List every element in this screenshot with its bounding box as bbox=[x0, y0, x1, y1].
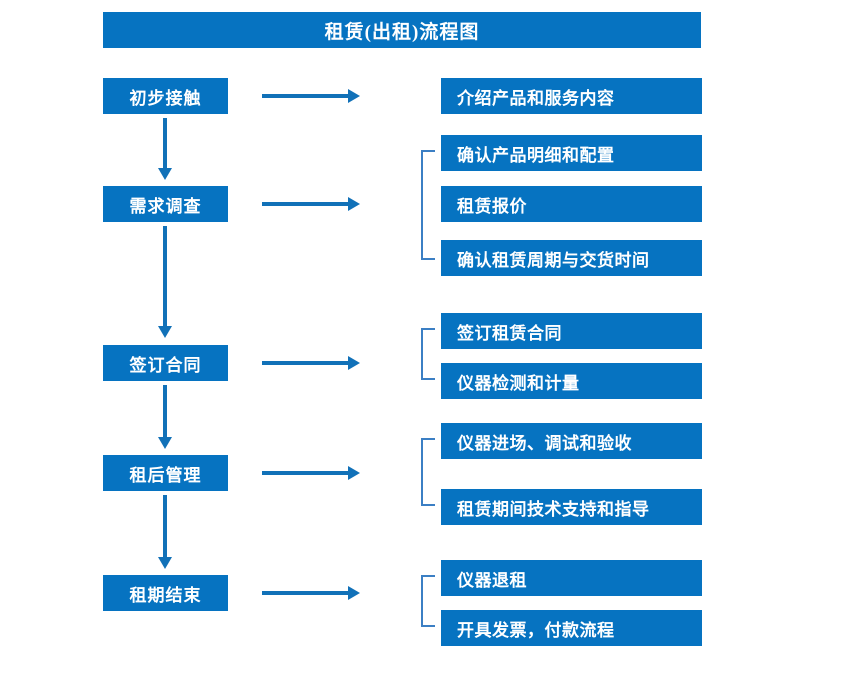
detail-box-4[interactable]: 确认租赁周期与交货时间 bbox=[441, 240, 702, 276]
arrow-shaft bbox=[163, 385, 167, 438]
arrow-shaft bbox=[262, 361, 349, 365]
arrow-head-right-icon bbox=[348, 89, 360, 103]
stage-box-5[interactable]: 租期结束 bbox=[103, 575, 228, 611]
vertical-arrow-4 bbox=[158, 495, 172, 569]
detail-box-8[interactable]: 租赁期间技术支持和指导 bbox=[441, 489, 702, 525]
horizontal-arrow-2 bbox=[262, 197, 360, 211]
arrow-shaft bbox=[262, 471, 349, 475]
detail-box-9[interactable]: 仪器退租 bbox=[441, 560, 702, 596]
arrow-head-down-icon bbox=[158, 557, 172, 569]
arrow-head-right-icon bbox=[348, 197, 360, 211]
detail-box-7[interactable]: 仪器进场、调试和验收 bbox=[441, 423, 702, 459]
detail-box-1[interactable]: 介绍产品和服务内容 bbox=[441, 78, 702, 114]
detail-box-3[interactable]: 租赁报价 bbox=[441, 186, 702, 222]
arrow-head-down-icon bbox=[158, 326, 172, 338]
group-bracket-contract bbox=[421, 328, 435, 380]
detail-box-6[interactable]: 仪器检测和计量 bbox=[441, 363, 702, 399]
horizontal-arrow-1 bbox=[262, 89, 360, 103]
stage-box-4[interactable]: 租后管理 bbox=[103, 455, 228, 491]
horizontal-arrow-3 bbox=[262, 356, 360, 370]
arrow-shaft bbox=[262, 202, 349, 206]
group-bracket-end bbox=[421, 575, 435, 627]
arrow-shaft bbox=[163, 226, 167, 327]
arrow-shaft bbox=[262, 94, 349, 98]
stage-box-2[interactable]: 需求调查 bbox=[103, 186, 228, 222]
arrow-shaft bbox=[163, 495, 167, 558]
stage-box-1[interactable]: 初步接触 bbox=[103, 78, 228, 114]
arrow-head-right-icon bbox=[348, 466, 360, 480]
horizontal-arrow-5 bbox=[262, 586, 360, 600]
vertical-arrow-1 bbox=[158, 118, 172, 180]
arrow-shaft bbox=[262, 591, 349, 595]
detail-box-2[interactable]: 确认产品明细和配置 bbox=[441, 135, 702, 171]
group-bracket-demand bbox=[421, 150, 435, 260]
group-bracket-post-rental bbox=[421, 438, 435, 506]
arrow-head-right-icon bbox=[348, 586, 360, 600]
page-title: 租赁(出租)流程图 bbox=[103, 12, 701, 48]
horizontal-arrow-4 bbox=[262, 466, 360, 480]
arrow-shaft bbox=[163, 118, 167, 169]
arrow-head-right-icon bbox=[348, 356, 360, 370]
vertical-arrow-3 bbox=[158, 385, 172, 449]
arrow-head-down-icon bbox=[158, 168, 172, 180]
arrow-head-down-icon bbox=[158, 437, 172, 449]
detail-box-5[interactable]: 签订租赁合同 bbox=[441, 313, 702, 349]
vertical-arrow-2 bbox=[158, 226, 172, 338]
stage-box-3[interactable]: 签订合同 bbox=[103, 345, 228, 381]
detail-box-10[interactable]: 开具发票，付款流程 bbox=[441, 610, 702, 646]
